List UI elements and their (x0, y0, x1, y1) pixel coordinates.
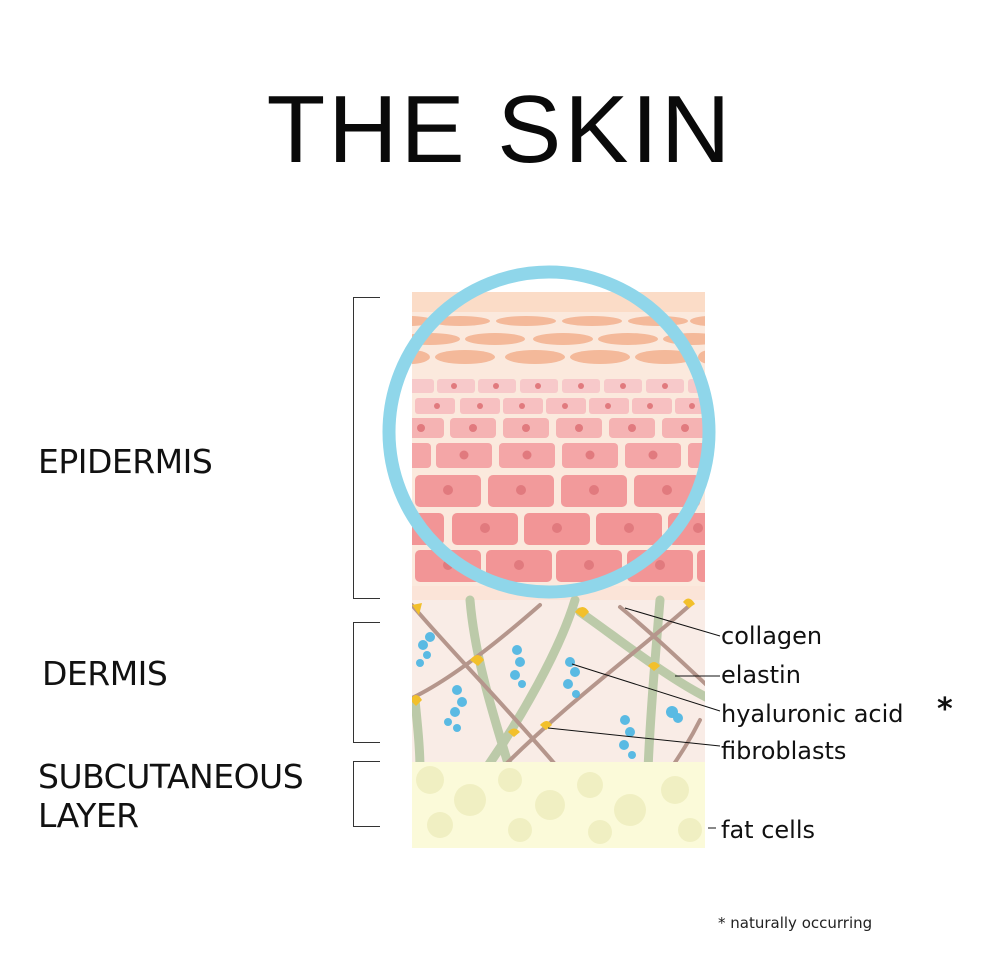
callout-fibroblasts: fibroblasts (721, 737, 847, 765)
epidermis-bracket (353, 297, 380, 599)
epidermis-label: EPIDERMIS (38, 442, 213, 481)
fibroblasts (412, 598, 695, 737)
cell-row-5 (415, 475, 700, 507)
hyaluronic-acid (416, 632, 683, 759)
cell-row-4 (412, 443, 705, 468)
cell-row-6 (412, 513, 705, 545)
dermis-bracket (353, 622, 380, 743)
callout-hyaluronic-acid: hyaluronic acid (721, 700, 904, 728)
callout-elastin: elastin (721, 661, 801, 689)
callout-fat-cells: fat cells (721, 816, 815, 844)
dermis-label: DERMIS (42, 654, 168, 693)
cell-row-1 (412, 379, 705, 393)
fat-cells (416, 766, 702, 844)
subcutaneous-label-line2: LAYER (38, 796, 139, 835)
subcutaneous-label-line1: SUBCUTANEOUS (38, 757, 304, 796)
callout-collagen: collagen (721, 622, 823, 650)
magnifier-ring (382, 265, 716, 599)
cell-row-3 (412, 418, 705, 438)
cell-row-2 (415, 398, 705, 414)
subcutaneous-bracket (353, 761, 380, 827)
leader-lines (547, 607, 721, 829)
page-title: THE SKIN (266, 76, 734, 183)
footnote: * naturally occurring (718, 914, 873, 932)
asterisk-marker: * (937, 692, 953, 727)
